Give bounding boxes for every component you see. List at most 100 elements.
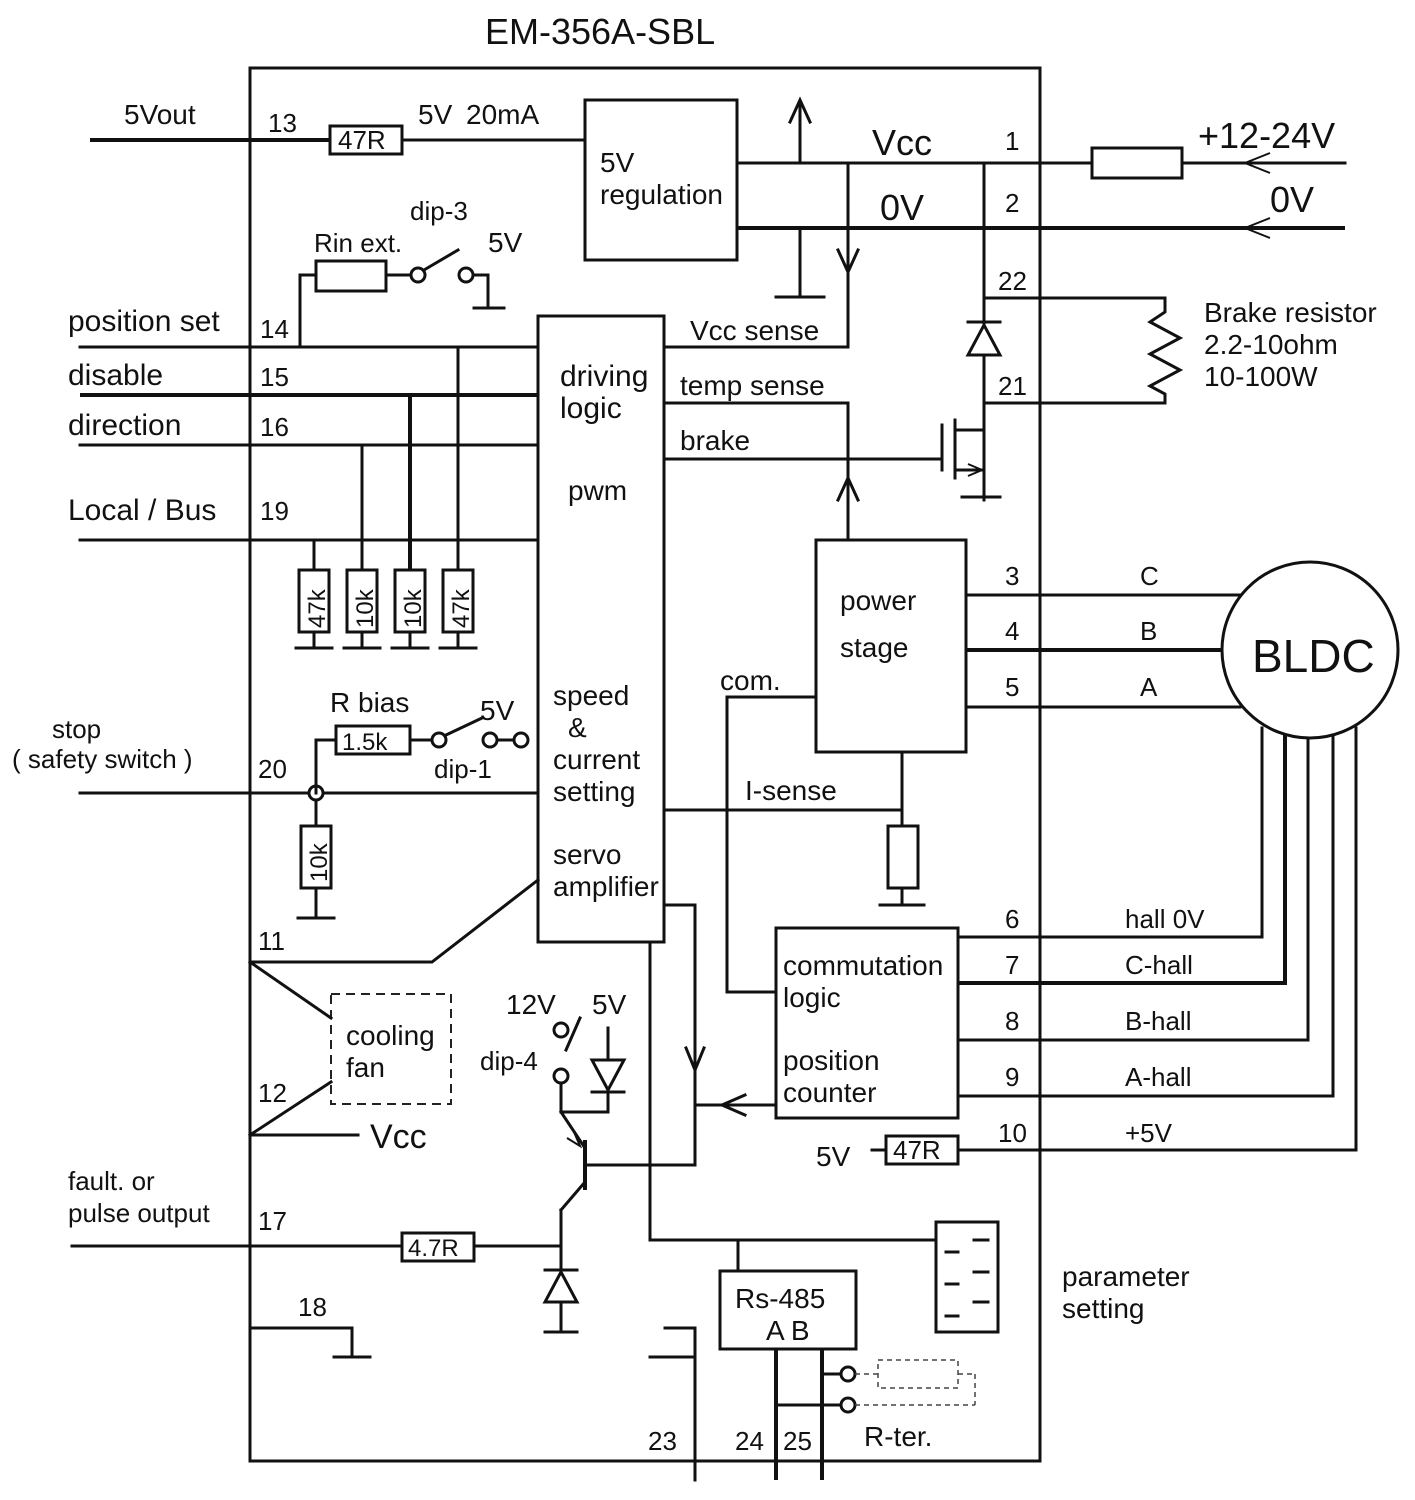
bldc-motor: BLDC [1220,560,1400,740]
label-parameter: parameter [1062,1261,1190,1292]
speed-label-2: & [568,712,587,743]
label-fault: fault. or [68,1166,155,1196]
label-direction: direction [68,409,181,442]
motor-label: BLDC [1252,630,1375,682]
phase-b-label: B [1140,616,1157,646]
pin-17: 17 [258,1206,287,1236]
pull-resistor-1 [297,568,331,634]
label-r-ter: R-ter. [864,1421,932,1452]
speed-label-4: setting [553,776,636,807]
five-volt-out-line: 47R [90,124,587,156]
label-fan-vcc: Vcc [370,1118,427,1156]
pin-16: 16 [260,412,289,442]
pin-13: 13 [268,108,297,138]
servo-label-1: servo [553,839,621,870]
pin-1: 1 [1005,126,1019,156]
sense-resistor [886,824,920,890]
label-safety-switch: ( safety switch ) [12,744,193,774]
regulation-label-2: regulation [600,179,723,210]
label-dip4-12v: 12V [506,989,556,1020]
diagram-title: EM-356A-SBL [485,11,715,52]
label-5v-20ma-b: 20mA [466,99,539,130]
pin-8: 8 [1005,1006,1019,1036]
pin-2: 2 [1005,188,1019,218]
pull-resistor-3 [393,568,427,634]
pin-6: 6 [1005,904,1019,934]
resistor-47r-top-label: 47R [338,125,386,155]
position-label-1: position [783,1045,880,1076]
label-dip1-5v: 5V [480,695,515,726]
pin-3: 3 [1005,561,1019,591]
label-r-bias: R bias [330,687,409,718]
pin-11: 11 [258,926,285,956]
driving-logic-block: driving logic pwm speed & current settin… [536,314,666,944]
label-pulse-output: pulse output [68,1198,210,1228]
label-5v-20ma-a: 5V [418,99,453,130]
fault-output-circuit: 4.7R [70,1016,697,1334]
pin-14: 14 [260,314,289,344]
label-position-set: position set [68,305,220,338]
servo-label-2: amplifier [553,871,659,902]
pin-9: 9 [1005,1062,1019,1092]
commutation-label-1: commutation [783,950,943,981]
label-disable: disable [68,359,163,392]
pin-10: 10 [998,1118,1027,1148]
rin-ext-resistor [314,259,388,293]
speed-label-3: current [553,744,640,775]
brake-resistor-label-2: 2.2-10ohm [1204,329,1338,360]
pull-resistor-4 [441,568,475,634]
label-rin-ext: Rin ext. [314,228,402,258]
pin-18: 18 [298,1292,327,1322]
pin-25: 25 [783,1426,812,1456]
fuse [1090,146,1184,180]
label-vcc-rail: Vcc [872,122,932,163]
r-bias-value: 1.5k [342,729,388,756]
plus-5v-label: +5V [1125,1118,1173,1148]
label-dip3: dip-3 [410,196,468,226]
pin-5: 5 [1005,672,1019,702]
pin-23: 23 [648,1426,677,1456]
phase-a-label: A [1140,672,1158,702]
rs485-label: Rs-485 [735,1283,825,1314]
label-temp-sense: temp sense [680,370,825,401]
fault-resistor-label: 4.7R [408,1235,459,1262]
pwm-label: pwm [568,475,627,506]
controller-outline [248,66,1042,1463]
label-stop: stop [52,714,101,744]
driving-label-1: driving [560,360,648,393]
label-hall-5v: 5V [816,1141,851,1172]
power-stage-block: power stage [814,538,968,754]
cooling-fan: cooling fan [247,959,452,1138]
supply-rails [735,96,1347,349]
r-bias-resistor [334,724,412,756]
pin-20: 20 [258,754,287,784]
pull-resistor-4-label: 47k [448,588,475,628]
pin-24: 24 [735,1426,764,1456]
label-dip3-5v: 5V [488,227,523,258]
label-i-sense: I-sense [745,775,837,806]
label-5vout: 5Vout [124,99,196,130]
pin-4: 4 [1005,616,1019,646]
b-hall-label: B-hall [1125,1006,1191,1036]
stop-resistor-label: 10k [306,842,333,882]
label-supply-plus: +12-24V [1198,115,1335,156]
power-label-2: stage [840,632,909,663]
resistor-47r-bottom [884,1134,960,1166]
label-0v-rail: 0V [880,187,924,228]
fan-label-1: cooling [346,1020,435,1051]
pin-15: 15 [260,362,289,392]
pull-resistor-1-label: 47k [304,588,331,628]
pin-19: 19 [260,496,289,526]
input-lines [78,247,540,650]
pull-resistor-2-label: 10k [352,588,379,628]
brake-circuit [940,161,1184,502]
fan-label-2: fan [346,1052,385,1083]
phase-c-label: C [1140,561,1159,591]
brake-resistor-label-3: 10-100W [1204,361,1318,392]
rs485-ab-label: A B [766,1315,810,1346]
pin-7: 7 [1005,950,1019,980]
hall-0v-label: hall 0V [1125,904,1205,934]
pin-21: 21 [998,371,1027,401]
label-dip1: dip-1 [434,754,492,784]
